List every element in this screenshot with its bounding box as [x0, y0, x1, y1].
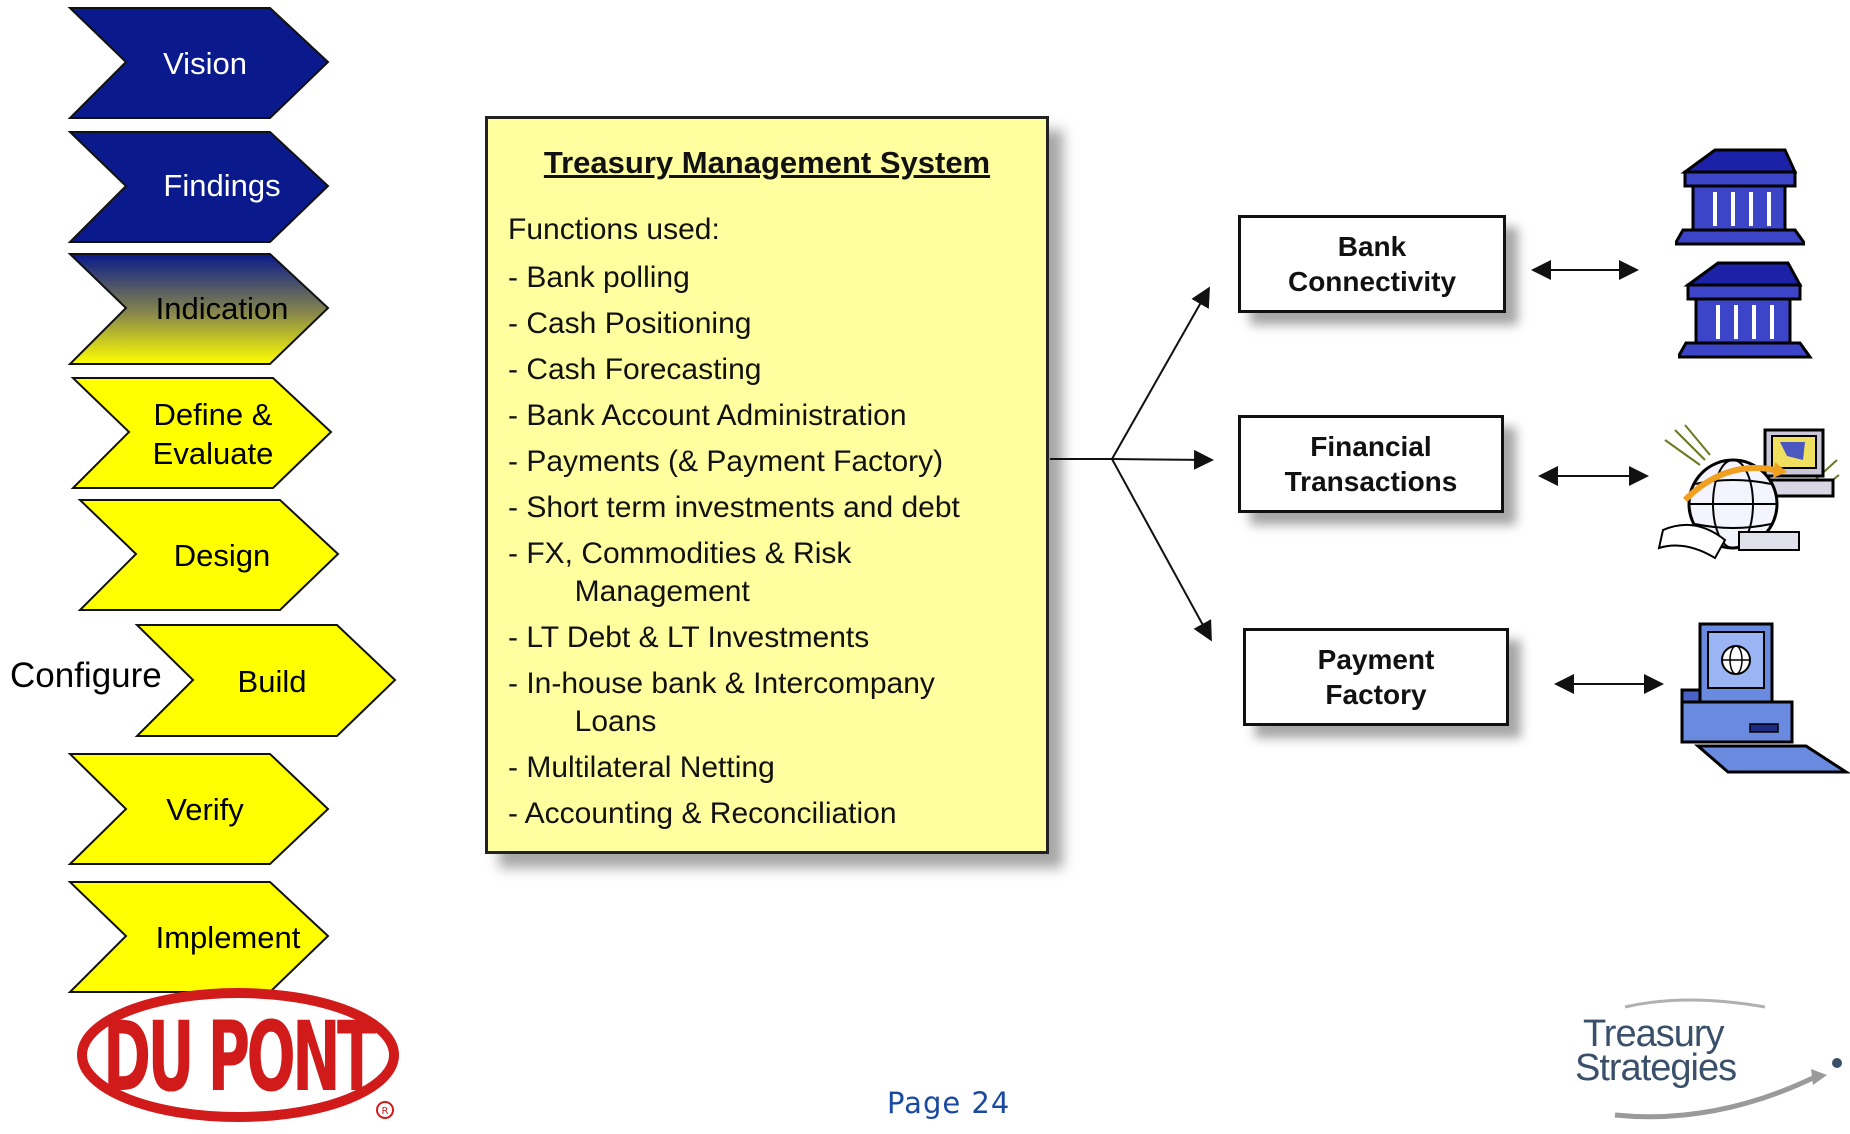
tms-function-item: - Multilateral Netting	[508, 751, 775, 784]
bidirectional-arrows	[1531, 260, 1664, 694]
chevron-vision	[67, 7, 330, 119]
bank-connectivity-box: Bank Connectivity	[1238, 215, 1506, 313]
payment-factory-label: Payment Factory	[1317, 644, 1435, 710]
tms-function-item: - In-house bank & Intercompany Loans	[508, 667, 935, 738]
step-define-evaluate-label: Define & Evaluate	[152, 397, 274, 471]
treasury-strategies-logo: Treasury Strategies	[1575, 985, 1845, 1125]
step-verify-label: Verify	[166, 792, 244, 827]
dupont-logo-text: DU PONT	[103, 1001, 376, 1113]
tms-intro: Functions used:	[508, 213, 720, 246]
chevron-define-evaluate	[70, 377, 333, 489]
page-number: Page 24	[887, 1086, 1011, 1120]
step-implement-label: Implement	[155, 920, 301, 955]
financial-transactions-box: Financial Transactions	[1238, 415, 1504, 513]
globe-computer-icon	[1657, 424, 1840, 560]
tms-function-item: - FX, Commodities & Risk Management	[508, 537, 852, 608]
tms-function-item: - Short term investments and debt	[508, 491, 960, 524]
chevron-indication	[67, 253, 330, 365]
treasury-strategies-line1: Treasury	[1583, 1013, 1725, 1055]
step-findings-label: Findings	[163, 168, 281, 203]
fan-out-arrows	[1050, 286, 1214, 642]
chevron-design	[77, 499, 340, 611]
step-design-label: Design	[173, 538, 271, 573]
tms-title: Treasury Management System	[543, 145, 991, 180]
process-chevrons	[67, 7, 397, 993]
chevron-build	[134, 624, 397, 737]
step-build-label: Build	[237, 664, 307, 699]
step-indication-label: Indication	[155, 291, 289, 326]
treasury-strategies-line2: Strategies	[1575, 1047, 1737, 1089]
bank-connectivity-label: Bank Connectivity	[1287, 231, 1457, 297]
financial-transactions-label: Financial Transactions	[1284, 431, 1458, 497]
tms-function-item: - LT Debt & LT Investments	[508, 621, 870, 654]
tms-box: Treasury Management System Functions use…	[485, 116, 1049, 854]
svg-text:R: R	[382, 1106, 389, 1117]
tms-function-list: - Bank polling - Cash Positioning - Cash…	[508, 259, 960, 841]
tms-function-item: - Payments (& Payment Factory)	[508, 445, 944, 478]
payment-factory-box: Payment Factory	[1243, 628, 1509, 726]
step-vision-label: Vision	[163, 46, 247, 81]
bank-icon	[1678, 261, 1813, 359]
bank-icon	[1675, 148, 1805, 246]
tms-function-item: - Bank polling	[508, 261, 690, 294]
tms-function-item: - Cash Positioning	[508, 307, 752, 340]
tms-function-item: - Accounting & Reconciliation	[508, 797, 897, 830]
tms-function-item: - Cash Forecasting	[508, 353, 762, 386]
chevron-verify	[67, 753, 330, 865]
tms-function-item: - Bank Account Administration	[508, 399, 907, 432]
dupont-logo: DU PONT R	[77, 988, 399, 1122]
chevron-findings	[67, 131, 330, 243]
configure-label: Configure	[10, 656, 162, 695]
computer-icon	[1680, 622, 1850, 774]
